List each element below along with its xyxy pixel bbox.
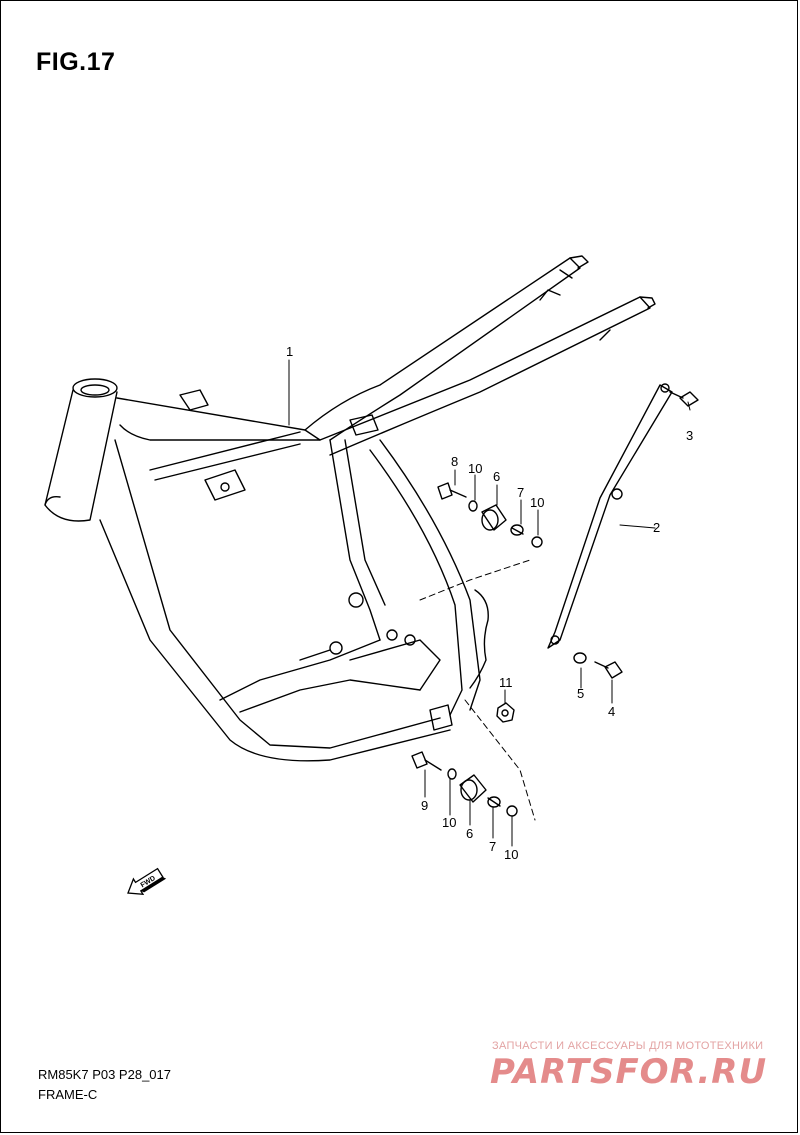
main-frame-part-1[interactable] [44, 255, 656, 762]
figure-title: FIG.17 [36, 48, 116, 76]
washer-part-10-upper-b[interactable] [531, 536, 543, 548]
callout-label: 6 [493, 469, 500, 484]
callout-label: 10 [504, 847, 518, 862]
callout-label: 10 [530, 495, 544, 510]
callout-leaders [288, 359, 691, 847]
watermark-tagline: ЗАПЧАСТИ И АКСЕССУАРЫ ДЛЯ МОТОТЕХНИКИ [492, 1040, 764, 1052]
bolt-part-4[interactable] [594, 661, 623, 679]
callout-label: 10 [442, 815, 456, 830]
callout-label: 6 [466, 826, 473, 841]
washer-part-10-upper-a[interactable] [468, 500, 478, 512]
bushing-part-6-lower[interactable] [459, 774, 487, 803]
washer-part-5[interactable] [573, 652, 587, 664]
collar-part-7-upper[interactable] [510, 524, 524, 536]
nut-part-11[interactable] [496, 702, 515, 723]
callout-label: 9 [421, 798, 428, 813]
washer-part-10-lower-a[interactable] [447, 768, 457, 780]
bolt-part-8[interactable] [437, 482, 467, 500]
brace-part-2[interactable] [547, 383, 673, 649]
callout-label: 2 [653, 520, 660, 535]
callout-label: 11 [499, 675, 513, 690]
callout-label: 10 [468, 461, 482, 476]
callout-label: 7 [489, 839, 496, 854]
callout-label: 7 [517, 485, 524, 500]
callout-label: 3 [686, 428, 693, 443]
watermark-logo: PARTSFOR.RU [490, 1052, 768, 1092]
diagram-name: FRAME-C [38, 1087, 98, 1102]
bushing-part-6-upper[interactable] [481, 504, 507, 531]
bolt-part-3[interactable] [669, 391, 699, 407]
fwd-arrow-icon: FWD [127, 867, 167, 896]
diagram-code: RM85K7 P03 P28_017 [38, 1067, 171, 1082]
bolt-part-9[interactable] [411, 751, 442, 771]
collar-part-7-lower[interactable] [487, 796, 501, 808]
callout-label: 1 [286, 344, 293, 359]
callout-label: 8 [451, 454, 458, 469]
callout-label: 5 [577, 686, 584, 701]
callout-label: 4 [608, 704, 615, 719]
washer-part-10-lower-b[interactable] [506, 805, 518, 817]
